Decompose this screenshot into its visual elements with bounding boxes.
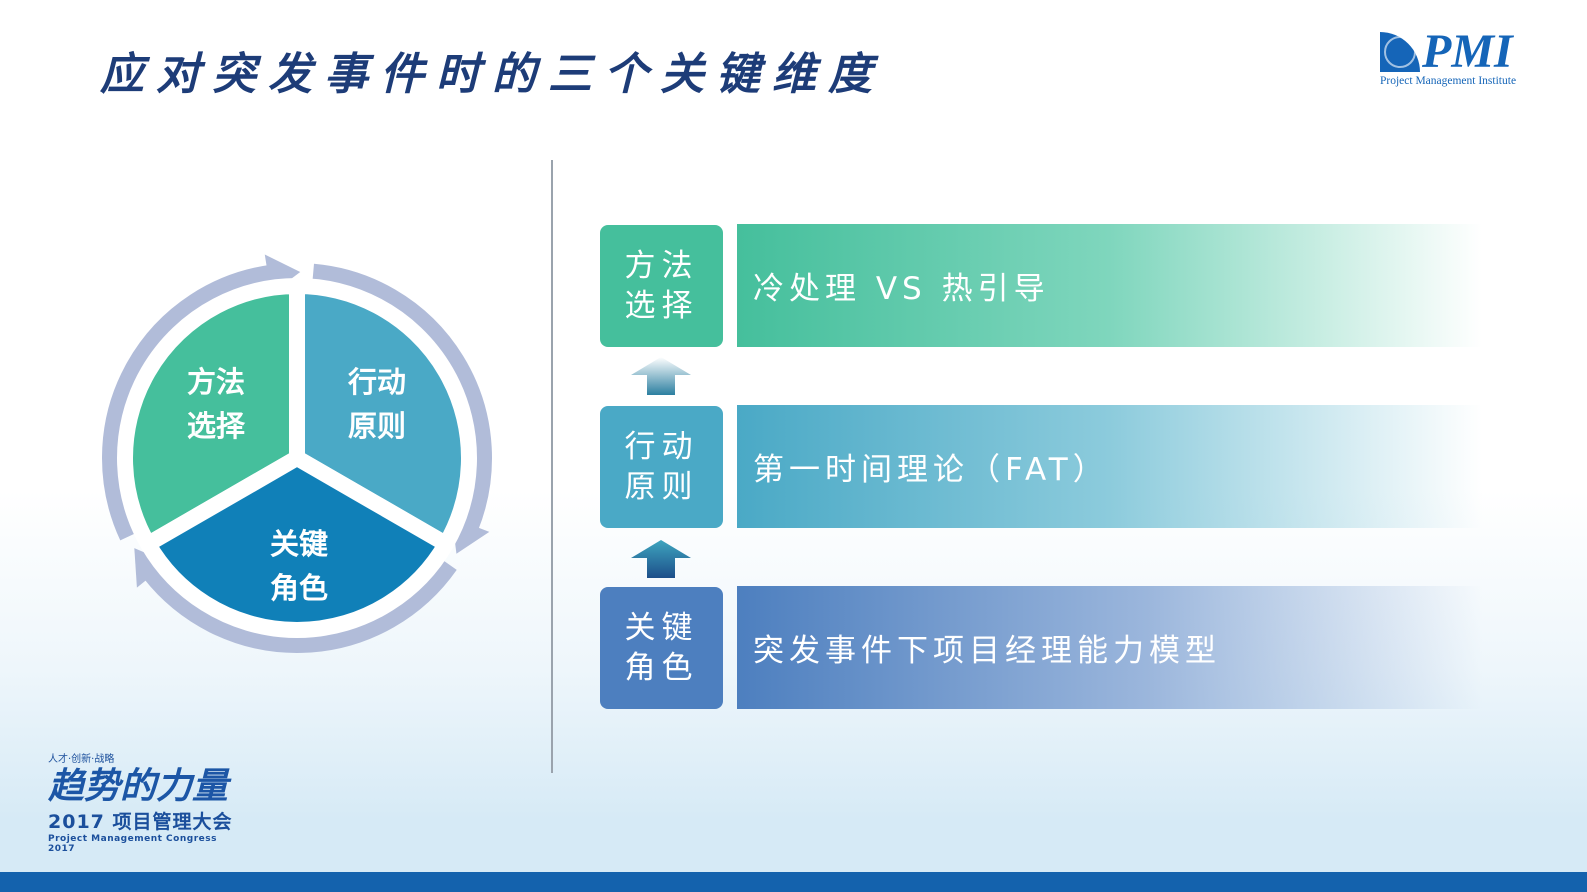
row-bar-action: 第一时间理论（FAT） [737,405,1482,528]
pie-label-action: 行动原则 [347,365,406,443]
row-bar-role: 突发事件下项目经理能力模型 [737,586,1482,709]
ring-arc-role [143,559,457,653]
ring-arc-action [312,263,492,532]
pmi-logo: PMI Project Management Institute [1380,25,1540,94]
ring-arc-method [102,264,273,541]
logo-subtitle: Project Management Institute [1380,75,1517,87]
congress-logo: 人才·创新·战略 趋势的力量 2017 项目管理大会 Project Manag… [48,754,233,854]
cycle-diagram [102,254,492,653]
vertical-divider [551,160,553,773]
slide-title: 应对突发事件时的三个关键维度 [100,49,884,100]
up-arrow-icon [631,540,691,578]
footer-bar [0,872,1587,892]
up-arrow-icon [631,357,691,395]
pie-segment-role [140,450,454,638]
row-label-action: 行动原则 [600,406,723,528]
pie-label-method: 方法选择 [186,365,245,443]
row-bar-method: 冷处理 VS 热引导 [737,224,1482,347]
row-label-method: 方法选择 [600,225,723,347]
pie-label-role: 关键角色 [269,527,328,605]
globe-icon [1380,32,1420,72]
row-label-role: 关键角色 [600,587,723,709]
arrowhead-icon [134,548,168,588]
logo-text: PMI [1422,25,1513,78]
